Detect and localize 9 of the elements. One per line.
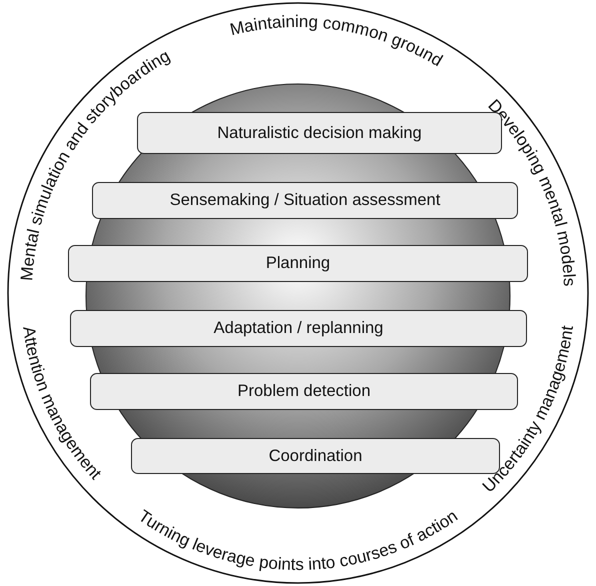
stage-label: Problem detection	[238, 382, 370, 401]
stage-label: Sensemaking / Situation assessment	[170, 191, 440, 210]
stage-bar	[92, 182, 518, 219]
stage-label: Adaptation / replanning	[214, 319, 384, 338]
stage-label: Coordination	[268, 446, 362, 466]
stage-bar	[68, 245, 528, 282]
stage-label: Planning	[266, 254, 330, 273]
stage-label: Naturalistic decision making	[217, 124, 422, 142]
stage-bar	[70, 310, 527, 347]
